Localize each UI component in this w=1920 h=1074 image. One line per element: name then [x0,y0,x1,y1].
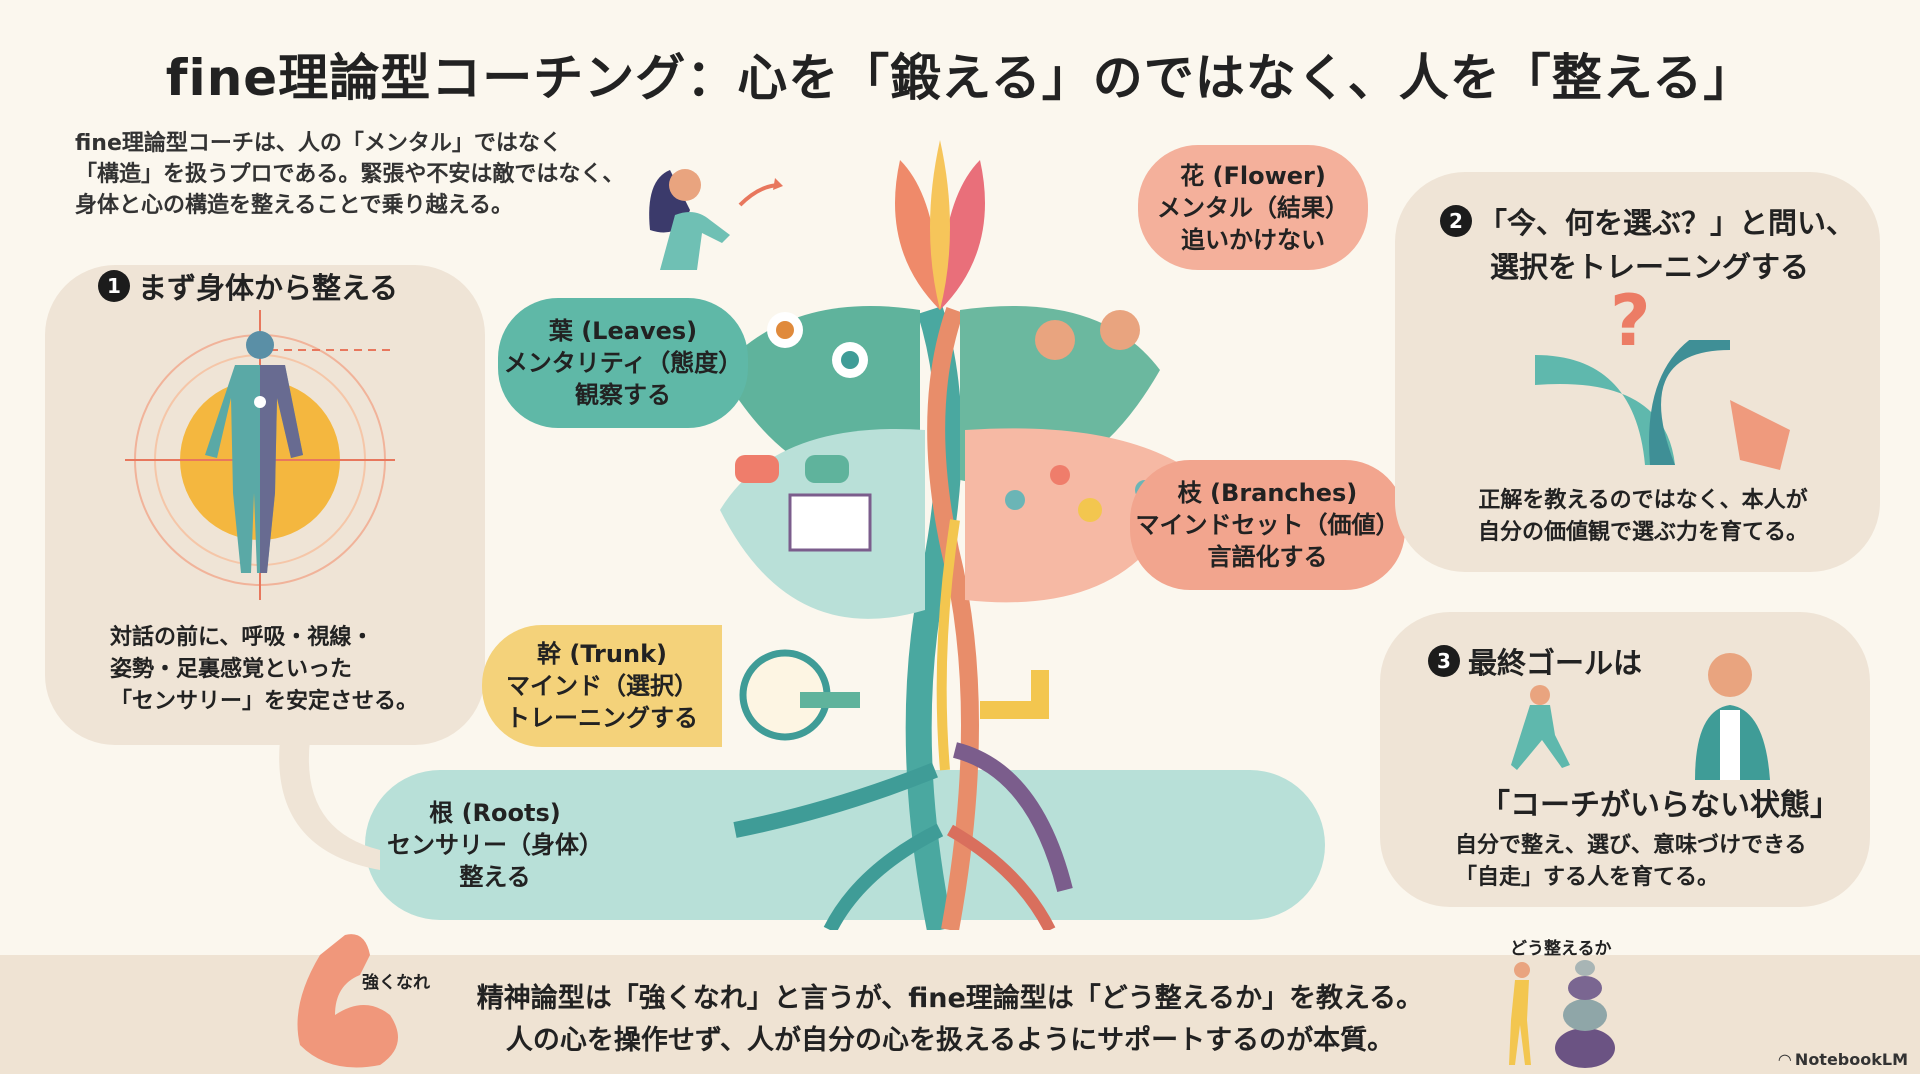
heading-text: 「今、何を選ぶ？」と問い、 [1478,206,1856,240]
label-sub: メンタル（結果） [1157,193,1349,222]
number-badge: 3 [1428,645,1460,677]
section-2-heading: 2「今、何を選ぶ？」と問い、 選択をトレーニングする [1440,200,1855,286]
section-1-heading: 1 まず身体から整える [98,265,398,307]
page-title: fine理論型コーチング：心を「鍛える」のではなく、人を「整える」 [165,49,1755,107]
intro-line: fine理論型コーチは、人の「メンタル」ではなく [75,131,562,156]
muscle-label: 強くなれ [362,973,430,993]
section-3-heading: 3 最終ゴールは [1428,640,1642,682]
footer-message: 精神論型は「強くなれ」と言うが、fine理論型は「どう整えるか」を教える。 人の… [450,978,1450,1062]
intro-text: fine理論型コーチは、人の「メンタル」ではなく 「構造」を扱うプロである。緊張… [75,128,624,221]
body-line: 姿勢・足裏感覚といった [110,657,353,682]
label-action: トレーニングする [506,704,698,732]
goal-text: 「コーチがいらない状態」 [1480,788,1840,823]
label-sub: マインド（選択） [506,672,698,700]
label-action: 言語化する [1207,543,1328,571]
section-3-panel [1380,612,1870,907]
speech-tail [279,740,380,870]
section-2-body: 正解を教えるのではなく、本人が 自分の価値観で選ぶ力を育てる。 [1478,485,1808,549]
roots-label: 根 (Roots) センサリー（身体） 整える [380,790,610,900]
label-title: 幹 (Trunk) [537,640,667,668]
heading-text: まず身体から整える [138,271,399,305]
body-line: 「自走」する人を育てる。 [1455,865,1720,890]
section-1-body: 対話の前に、呼吸・視線・ 姿勢・足裏感覚といった 「センサリー」を安定させる。 [110,622,418,718]
intro-line: 身体と心の構造を整えることで乗り越える。 [75,193,514,218]
running-coach-illustration [1511,653,1770,780]
label-sub: センサリー（身体） [387,831,603,859]
label-action: 追いかけない [1181,225,1325,254]
fork-road-illustration [1535,340,1790,470]
body-line: 自分の価値観で選ぶ力を育てる。 [1478,520,1809,545]
label-action: 整える [459,863,531,891]
branches-label: 枝 (Branches) マインドセット（価値） 言語化する [1130,460,1405,590]
trunk-label: 幹 (Trunk) マインド（選択） トレーニングする [482,625,722,747]
intro-line: 「構造」を扱うプロである。緊張や不安は敵ではなく、 [75,162,625,187]
label-sub: メンタリティ（態度） [503,349,743,377]
label-title: 枝 (Branches) [1177,479,1358,507]
footer-line: 人の心を操作せず、人が自分の心を扱えるようにサポートするのが本質。 [505,1025,1395,1056]
flower-label: 花 (Flower) メンタル（結果） 追いかけない [1138,145,1368,270]
brand-text: NotebookLM [1794,1050,1908,1069]
number-badge: 1 [98,270,130,302]
body-line: 対話の前に、呼吸・視線・ [110,625,374,650]
label-title: 花 (Flower) [1180,161,1326,190]
tree-illustration [720,140,1190,930]
body-posture-illustration [125,310,395,600]
leaves-label: 葉 (Leaves) メンタリティ（態度） 観察する [498,298,748,428]
heading-text: 選択をトレーニングする [1490,250,1810,284]
question-mark-icon: ? [1610,280,1651,362]
stacking-stones-icon [1509,960,1615,1068]
heading-text: 最終ゴールは [1468,646,1643,680]
label-action: 観察する [575,381,671,409]
label-title: 根 (Roots) [429,799,561,827]
balance-label: どう整えるか [1510,939,1612,959]
section-3-body: 自分で整え、選び、意味づけできる 「自走」する人を育てる。 [1455,830,1807,894]
notebooklm-brand: ◠NotebookLM [1779,1050,1908,1069]
label-title: 葉 (Leaves) [548,317,698,345]
footer-line: 精神論型は「強くなれ」と言うが、fine理論型は「どう整えるか」を教える。 [476,983,1424,1014]
label-sub: マインドセット（価値） [1135,511,1400,539]
number-badge: 2 [1440,205,1472,237]
section-2-panel [1395,172,1880,572]
flexed-arm-icon [297,934,398,1068]
body-line: 自分で整え、選び、意味づけできる [1455,833,1807,858]
notebooklm-logo-icon: ◠ [1778,1050,1791,1069]
speaking-woman-illustration [649,169,783,270]
body-line: 正解を教えるのではなく、本人が [1478,488,1808,513]
body-line: 「センサリー」を安定させる。 [110,689,419,714]
